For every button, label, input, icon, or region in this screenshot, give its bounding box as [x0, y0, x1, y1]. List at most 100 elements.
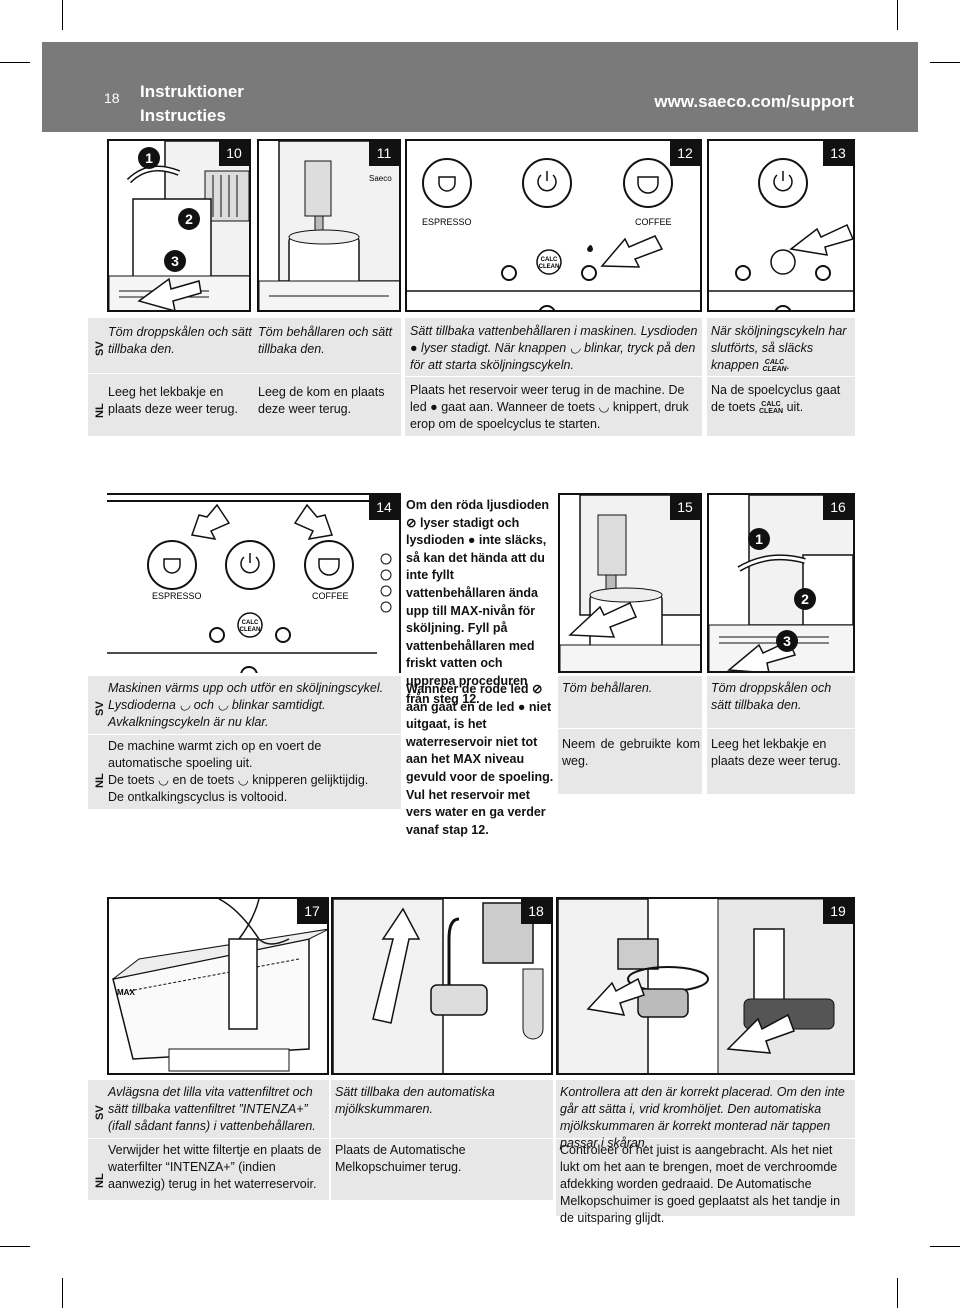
step-17-nl: Verwijder het witte filtertje en plaats …	[108, 1143, 322, 1191]
warning-nl: Wanneer de rode led ⊘ aan gaat en de led…	[406, 682, 554, 837]
espresso-cup-icon: ◡	[158, 773, 169, 787]
water-drop-icon: ●	[517, 699, 526, 714]
step-19-nl: Controleer of het juist is aangebracht. …	[560, 1143, 841, 1225]
step-14-sv-1: Maskinen värms upp och utför en sköljnin…	[108, 681, 384, 695]
crop-mark	[897, 0, 898, 30]
water-drop-icon: ●	[467, 533, 476, 548]
step-18-nl: Plaats de Automatische Melkopschuimer te…	[335, 1143, 466, 1174]
cross-icon: ⊘	[531, 682, 543, 696]
step-12-nl-a: Plaats het reservoir weer terug in de ma…	[410, 383, 685, 414]
step-13-nl-a: Na de spoelcyclus gaat de toets	[711, 383, 841, 414]
page-header: 18 Instruktioner Instructies www.saeco.c…	[42, 42, 918, 132]
step-14-illustration: ESPRESSO COFFEE CALC CLEAN 14	[107, 493, 401, 673]
svg-text:3: 3	[783, 633, 791, 649]
step-12-sv-c: blinkar, tryck på den för att starta skö…	[410, 341, 696, 372]
step-14-nl-3: De ontkalkingscyclus is voltooid.	[108, 790, 288, 804]
step-16-nl: Leeg het lekbakje en plaats deze weer te…	[711, 737, 841, 768]
step-14-sv: Maskinen värms upp och utför en sköljnin…	[108, 680, 398, 731]
text-box-step-10-11: SV NL Töm droppskålen och sätt tillbaka …	[88, 318, 401, 436]
step-17-sv: Avlägsna det lilla vita vattenfiltret oc…	[108, 1085, 316, 1133]
title-sv: Instruktioner	[140, 82, 244, 101]
step-17-illustration: MAX 17	[107, 897, 329, 1075]
cross-icon: ⊘	[406, 515, 417, 530]
crop-mark	[0, 62, 30, 63]
coffee-cup-icon: ◡	[237, 773, 249, 787]
crop-mark	[930, 1246, 960, 1247]
step-number: 11	[369, 141, 399, 166]
crop-mark	[62, 0, 63, 30]
page-number: 18	[104, 90, 120, 106]
step-13-sv-a: När sköljningscykeln har slutförts, så s…	[711, 324, 847, 372]
step-15-sv: Töm behållaren.	[562, 681, 653, 695]
water-drop-icon: ●	[430, 400, 438, 414]
calc-label: CALC	[541, 257, 558, 263]
step-12-nl-c: knippert, druk erop om de spoelcyclus te…	[410, 400, 689, 431]
step-number: 19	[823, 899, 853, 924]
step-number: 14	[369, 495, 399, 520]
callout-1: 1	[145, 150, 153, 166]
step-13-illustration: 13	[707, 139, 855, 312]
espresso-cup-icon: ◡	[179, 698, 191, 712]
step-number: 15	[670, 495, 700, 520]
lang-label-sv: SV	[94, 341, 106, 356]
text-box-step-18: Sätt tillbaka den automatiska mjölkskumm…	[331, 1080, 553, 1200]
crop-mark	[62, 1278, 63, 1308]
step-14-nl-2: De toets ◡ en de toets ◡ knipperen gelij…	[108, 773, 369, 787]
coffee-label: COFFEE	[635, 217, 672, 227]
step-16-sv: Töm droppskålen och sätt tillbaka den.	[711, 681, 832, 712]
step-12-sv-a: Sätt tillbaka vattenbehållaren i maskine…	[410, 324, 698, 338]
text-box-step-15: Töm behållaren. Neem de gebruikte kom we…	[558, 676, 702, 794]
lang-label-nl: NL	[94, 773, 106, 788]
support-url[interactable]: www.saeco.com/support	[654, 92, 854, 111]
step-14-nl: De machine warmt zich op en voert de aut…	[108, 738, 398, 806]
water-drop-icon: ●	[410, 341, 418, 355]
text-box-step-12: Sätt tillbaka vattenbehållaren i maskine…	[405, 318, 702, 436]
max-label: MAX	[117, 988, 135, 997]
coffee-cup-icon: ◡	[217, 698, 229, 712]
lang-label-nl: NL	[94, 403, 106, 418]
step-14-sv-3: Avkalkningscykeln är nu klar.	[108, 715, 269, 729]
step-number: 17	[297, 899, 327, 924]
step-11-illustration: Saeco 11	[257, 139, 401, 312]
espresso-label: ESPRESSO	[152, 591, 202, 601]
step-12-nl: Plaats het reservoir weer terug in de ma…	[410, 382, 700, 433]
step-14-nl-1: De machine warmt zich op en voert de aut…	[108, 739, 322, 770]
step-12-nl-b: gaat aan. Wanneer de toets	[441, 400, 596, 414]
lang-label-nl: NL	[94, 1173, 106, 1188]
coffee-label: COFFEE	[312, 591, 349, 601]
step-number: 18	[521, 899, 551, 924]
step-19-sv: Kontrollera att den är korrekt placerad.…	[560, 1085, 845, 1150]
step-14-sv-2: Lysdioderna ◡ och ◡ blinkar samtidigt.	[108, 698, 326, 712]
step-13-sv: När sköljningscykeln har slutförts, så s…	[711, 323, 853, 374]
svg-text:CALC: CALC	[242, 620, 259, 626]
text-box-step-13: När sköljningscykeln har slutförts, så s…	[707, 318, 855, 436]
step-16-illustration: 1 2 3 16	[707, 493, 855, 673]
crop-mark	[897, 1278, 898, 1308]
step-11-nl: Leeg de kom en plaats deze weer terug.	[258, 385, 385, 416]
step-18-sv: Sätt tillbaka den automatiska mjölkskumm…	[335, 1085, 495, 1116]
step-13-sv-b: .	[786, 358, 791, 372]
step-15-illustration: 15	[558, 493, 702, 673]
crop-mark	[930, 62, 960, 63]
clean-label: CLEAN	[539, 264, 560, 270]
text-box-step-14: SV NL Maskinen värms upp och utför en sk…	[88, 676, 401, 809]
step-number: 12	[670, 141, 700, 166]
svg-text:2: 2	[801, 591, 809, 607]
warning-sv: Om den röda ljusdioden ⊘ lyser stadigt o…	[406, 498, 550, 706]
step-11-sv: Töm behållaren och sätt tillbaka den.	[258, 325, 393, 356]
brand-label: Saeco	[369, 174, 392, 183]
step-12-sv-b: lyser stadigt. När knappen	[421, 341, 567, 355]
espresso-cup-icon: ◡	[598, 400, 610, 414]
callout-3: 3	[171, 253, 179, 269]
espresso-label: ESPRESSO	[422, 217, 472, 227]
lang-label-sv: SV	[94, 701, 106, 716]
crop-mark	[0, 1246, 30, 1247]
svg-text:CLEAN: CLEAN	[240, 627, 261, 633]
step-10-nl: Leeg het lekbakje en plaats deze weer te…	[108, 385, 238, 416]
step-12-sv: Sätt tillbaka vattenbehållaren i maskine…	[410, 323, 700, 374]
step-13-nl-b: uit.	[786, 400, 804, 414]
text-box-step-17: SV NL Avlägsna det lilla vita vattenfilt…	[88, 1080, 329, 1200]
